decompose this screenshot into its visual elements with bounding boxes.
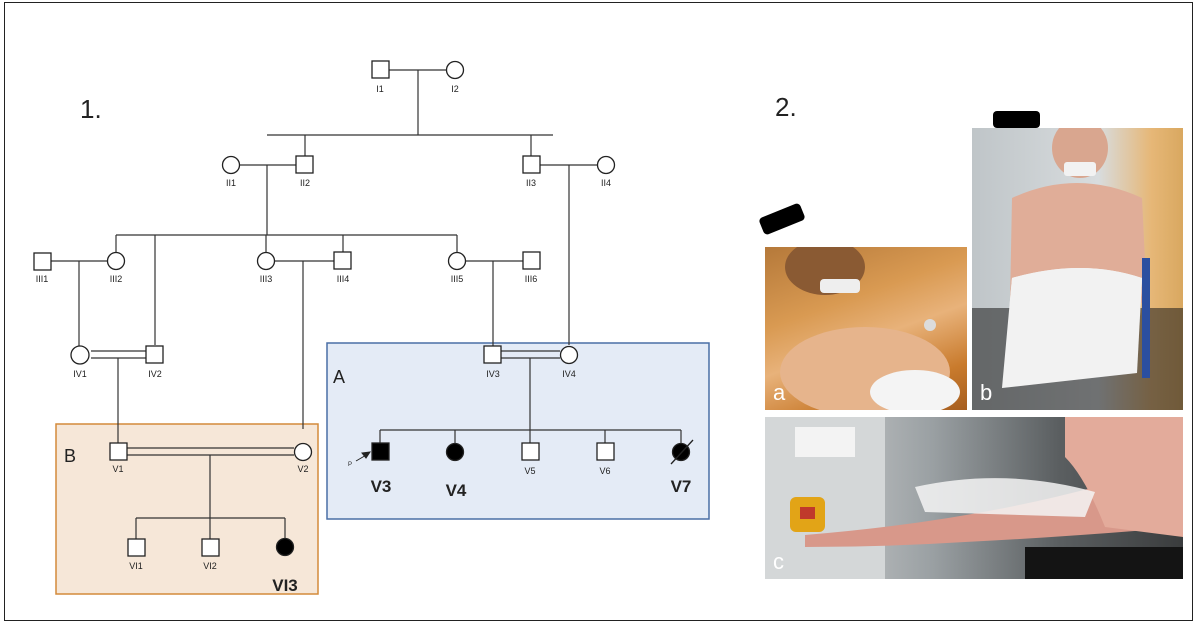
photo-a: a <box>765 247 967 410</box>
label-V1: V1 <box>112 464 123 474</box>
label-V2: V2 <box>297 464 308 474</box>
redaction-bar-b <box>993 111 1040 128</box>
individual-III6-symbol <box>522 251 541 270</box>
label-VI1: VI1 <box>129 561 143 571</box>
individual-II2-symbol <box>295 155 314 174</box>
individual-I2-symbol <box>445 60 465 80</box>
individual-III1-symbol <box>33 252 52 271</box>
pedigree-panel-label: 1. <box>80 94 102 124</box>
pedigree-lines <box>51 69 682 539</box>
individual-IV1-symbol <box>70 345 90 365</box>
label-II4: II4 <box>601 178 611 188</box>
affected-labels: V3 V4 V7 VI3 <box>272 477 691 595</box>
photo-b: b <box>972 128 1183 410</box>
label-IV2: IV2 <box>148 369 162 379</box>
proband-arrow <box>355 451 372 462</box>
label-V4: V4 <box>446 481 467 500</box>
individual-VI2-symbol <box>201 538 220 557</box>
figure-frame <box>4 2 1193 621</box>
proband-marker: P <box>348 462 352 468</box>
label-III2: III2 <box>110 274 123 284</box>
label-V6: V6 <box>599 466 610 476</box>
label-IV3: IV3 <box>486 369 500 379</box>
family-box-b <box>55 423 319 595</box>
label-II3: II3 <box>526 178 536 188</box>
photo-c: c <box>765 417 1183 579</box>
pedigree-chart: A B 1. <box>33 60 710 595</box>
individual-VI3-symbol <box>275 537 295 557</box>
label-III6: III6 <box>525 274 538 284</box>
pedigree-symbols <box>33 60 691 557</box>
individual-I1-symbol <box>371 60 390 79</box>
label-V3: V3 <box>371 477 392 496</box>
individual-V5-symbol <box>521 442 540 461</box>
label-III1: III1 <box>36 274 49 284</box>
photos-panel-label: 2. <box>775 92 797 122</box>
deceased-slash-V7 <box>670 439 694 465</box>
individual-II3-symbol <box>522 155 541 174</box>
individual-V1-symbol <box>109 442 128 461</box>
individual-V6-symbol <box>596 442 615 461</box>
individual-IV3-symbol <box>483 345 502 364</box>
label-I2: I2 <box>451 84 459 94</box>
family-box-a-label: A <box>333 367 345 387</box>
label-II2: II2 <box>300 178 310 188</box>
label-VI3: VI3 <box>272 576 298 595</box>
label-III3: III3 <box>260 274 273 284</box>
individual-V3-symbol <box>371 442 390 461</box>
label-IV4: IV4 <box>562 369 576 379</box>
label-IV1: IV1 <box>73 369 87 379</box>
family-box-a <box>326 342 710 520</box>
label-V5: V5 <box>524 466 535 476</box>
individual-VI1-symbol <box>127 538 146 557</box>
family-box-b-label: B <box>64 446 76 466</box>
photo-a-illustration <box>780 247 960 410</box>
photo-b-label: b <box>980 380 993 405</box>
label-V7: V7 <box>671 477 692 496</box>
photo-a-label: a <box>773 380 786 405</box>
individual-III2-symbol <box>106 251 126 271</box>
individual-IV4-symbol <box>559 345 579 365</box>
photo-b-illustration <box>972 128 1183 410</box>
label-III5: III5 <box>451 274 464 284</box>
individual-III5-symbol <box>447 251 467 271</box>
individual-II4-symbol <box>596 155 616 175</box>
photo-c-label: c <box>773 549 784 574</box>
label-III4: III4 <box>337 274 350 284</box>
individual-labels: I1 I2 II1 II2 II3 II4 III1 III2 III3 III… <box>36 84 611 571</box>
individual-IV2-symbol <box>145 345 164 364</box>
individual-V2-symbol <box>293 442 313 462</box>
label-II1: II1 <box>226 178 236 188</box>
individual-III4-symbol <box>333 251 352 270</box>
label-VI2: VI2 <box>203 561 217 571</box>
individual-III3-symbol <box>256 251 276 271</box>
individual-V4-symbol <box>445 442 465 462</box>
photo-c-illustration <box>765 417 1183 579</box>
individual-II1-symbol <box>221 155 241 175</box>
label-I1: I1 <box>376 84 384 94</box>
